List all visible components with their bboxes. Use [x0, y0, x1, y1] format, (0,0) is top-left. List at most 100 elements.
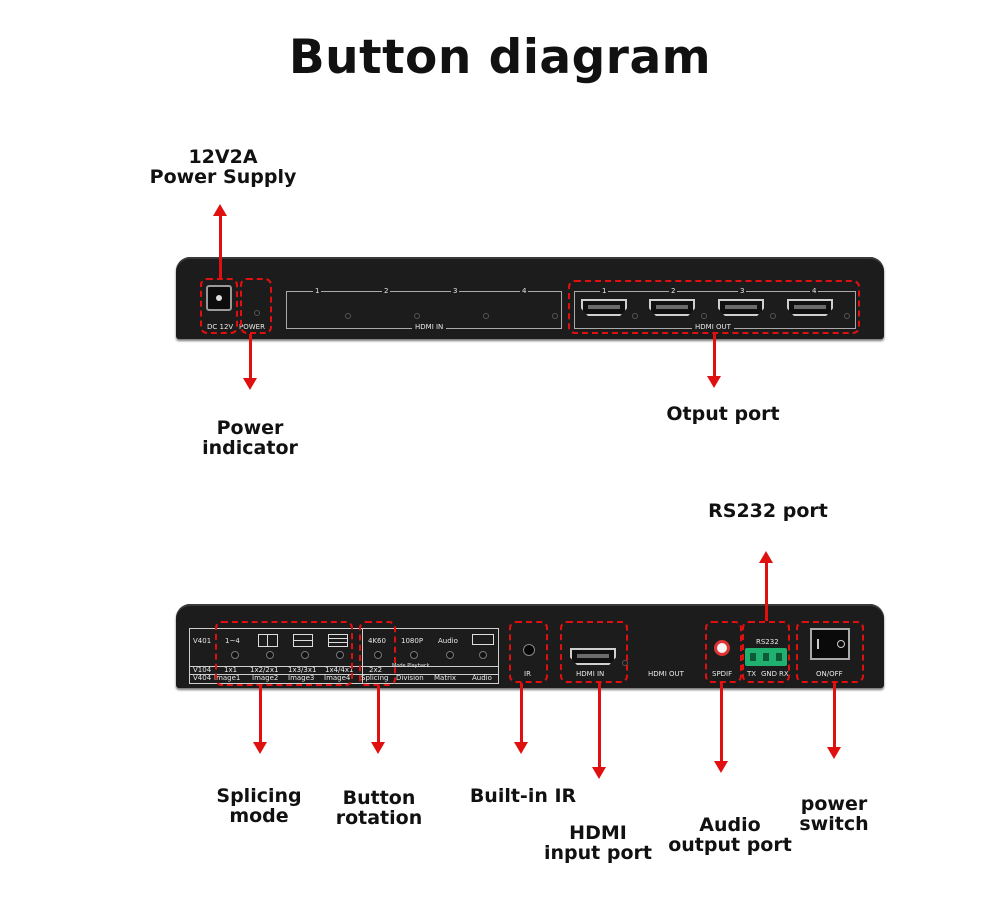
front-hdmi-out-label: HDMI OUT	[648, 670, 684, 678]
mode-button-6[interactable]	[410, 651, 418, 659]
power-switch-off-mark	[837, 640, 845, 648]
rs232-rx-label: RX	[779, 670, 789, 678]
audio-output-arrow	[720, 683, 723, 765]
power-label: POWER	[239, 323, 265, 331]
hdmi-out-num-2: 2	[669, 287, 678, 295]
hdmi-in-led-4	[552, 313, 558, 319]
output-port-label: Otput port	[666, 403, 780, 425]
mode-button-4[interactable]	[336, 651, 344, 659]
power-switch-label: power switch	[774, 794, 894, 834]
button-rotation-highlight	[359, 621, 396, 686]
matrix-label: Matrix	[434, 674, 457, 682]
output-port-arrow-head	[707, 376, 721, 388]
spdif-jack[interactable]	[714, 640, 730, 656]
mode-button-3[interactable]	[301, 651, 309, 659]
1x1-label: 1x1	[224, 666, 238, 674]
splicing-mode-arrow	[259, 686, 262, 746]
audio-output-port-label-line-1: Audio	[699, 814, 761, 836]
power-switch-label-line-2: switch	[799, 813, 869, 835]
layout-3-icon-split-2	[329, 642, 347, 643]
rs232-pin-1	[750, 653, 756, 661]
hdmi-input-highlight	[560, 621, 628, 683]
mode-button-7[interactable]	[446, 651, 454, 659]
rear-panel-device: DC 12V POWER 1 2 3 4 HDMI IN 1 2 3 4 HDM…	[176, 257, 884, 339]
1080p-label: 1080P	[401, 637, 424, 645]
rs232-port-label: RS232 port	[708, 500, 828, 522]
hdmi-out-led-3	[770, 313, 776, 319]
onoff-label: ON/OFF	[816, 670, 843, 678]
hdmi-out-led-4	[844, 313, 850, 319]
rs232-tx-label: TX	[747, 670, 757, 678]
built-in-ir-arrow-head	[514, 742, 528, 754]
spdif-label: SPDIF	[712, 670, 733, 678]
mode-playback-label: Mode Playback	[392, 663, 430, 669]
v104-label: V104	[193, 666, 212, 674]
hdmi-in-num-4: 4	[520, 287, 529, 295]
page-title: Button diagram	[288, 30, 712, 85]
power-indicator-highlight	[240, 278, 272, 334]
audio-label-bottom: Audio	[472, 674, 492, 682]
hdmi-in-num-2: 2	[382, 287, 391, 295]
power-switch[interactable]	[810, 628, 850, 660]
button-table-col-line	[362, 628, 363, 684]
splicing-mode-label-line-1: Splicing	[216, 785, 302, 807]
audio-output-arrow-head	[714, 761, 728, 773]
mode-button-5[interactable]	[374, 651, 382, 659]
hdmi-out-port-4[interactable]	[787, 299, 833, 316]
hdmi-out-port-3[interactable]	[718, 299, 764, 316]
button-rotation-label: Button rotation	[309, 788, 449, 828]
button-rotation-arrow	[377, 686, 380, 746]
power-led	[254, 310, 260, 316]
power-indicator-label: Power indicator	[180, 418, 320, 458]
front-hdmi-in-port[interactable]	[570, 648, 616, 665]
rs232-pin-3	[776, 653, 782, 661]
button-rotation-label-line-2: rotation	[335, 807, 423, 829]
mode-button-8[interactable]	[479, 651, 487, 659]
dc-label: DC 12V	[207, 323, 234, 331]
hdmi-out-led-1	[632, 313, 638, 319]
audio-output-port-label: Audio output port	[655, 815, 805, 855]
rs232-arrow-head	[759, 551, 773, 563]
built-in-ir-label: Built-in IR	[469, 785, 577, 807]
4k60-label: 4K60	[368, 637, 386, 645]
hdmi-in-num-1: 1	[313, 287, 322, 295]
power-supply-arrow-head	[213, 204, 227, 216]
audio-output-highlight	[705, 621, 742, 683]
mode-button-1[interactable]	[231, 651, 239, 659]
power-switch-arrow	[833, 683, 836, 751]
splicing-mode-label-line-2: mode	[229, 805, 289, 827]
rs232-pin-2	[763, 653, 769, 661]
button-table	[189, 628, 499, 684]
layout-3-icon	[328, 634, 348, 647]
hdmi-out-num-3: 3	[738, 287, 747, 295]
image4-label: Image4	[324, 674, 351, 682]
power-switch-highlight	[796, 621, 864, 683]
hdmi-input-arrow	[598, 683, 601, 771]
output-port-highlight	[568, 280, 860, 334]
hdmi-in-led-3	[483, 313, 489, 319]
hdmi-input-port-label-line-2: input port	[544, 842, 652, 864]
power-indicator-label-line-1: Power	[216, 417, 284, 439]
1x3-label: 1x3/3x1	[288, 666, 317, 674]
division-label: Division	[396, 674, 424, 682]
front-hdmi-in-label: HDMI IN	[576, 670, 605, 678]
hdmi-input-port-label: HDMI input port	[528, 823, 668, 863]
layout-2-icon	[293, 634, 313, 647]
image2-label: Image2	[252, 674, 279, 682]
hdmi-out-port-2[interactable]	[649, 299, 695, 316]
hdmi-out-num-1: 1	[600, 287, 609, 295]
mode-button-2[interactable]	[266, 651, 274, 659]
layout-3-icon-split	[329, 638, 347, 639]
power-supply-arrow	[219, 212, 222, 278]
button-rotation-arrow-head	[371, 742, 385, 754]
audio-output-port-label-line-2: output port	[668, 834, 792, 856]
hdmi-out-port-1[interactable]	[581, 299, 627, 316]
battery-icon	[472, 634, 494, 645]
image3-label: Image3	[288, 674, 315, 682]
button-rotation-label-line-1: Button	[342, 787, 416, 809]
power-indicator-arrow-head	[243, 378, 257, 390]
dc-jack-pin	[216, 295, 222, 301]
rs232-terminal[interactable]	[745, 648, 787, 666]
hdmi-out-led-2	[701, 313, 707, 319]
v404-label: V404	[193, 674, 212, 682]
